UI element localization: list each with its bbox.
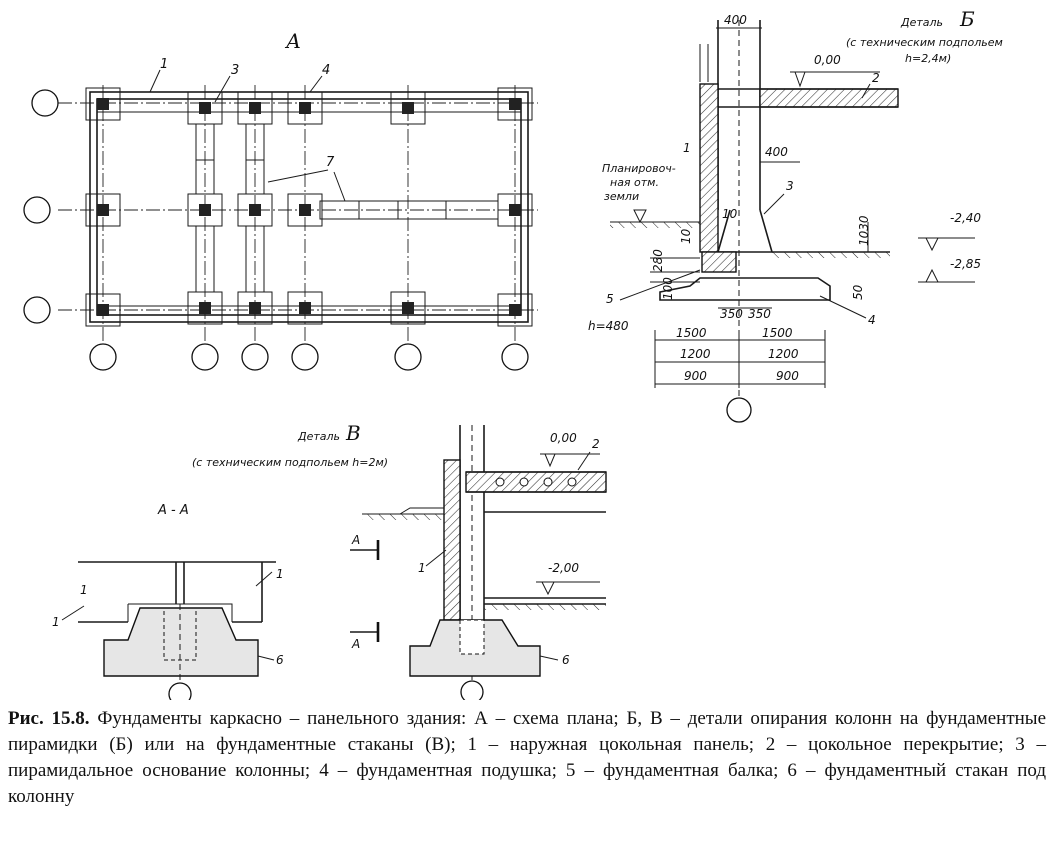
detail-b-letter: Б — [959, 7, 975, 31]
section-aa-callout-1a: 1 — [52, 615, 60, 629]
detail-b-h480: h=480 — [588, 319, 629, 333]
detail-b-dim-350a: 350 — [720, 307, 743, 321]
detail-v: Деталь В (с техническим подпольем h=2м) … — [192, 421, 607, 700]
detail-b-title: Деталь — [900, 16, 943, 29]
detail-b: Деталь Б (с техническим подпольем h=2,4м… — [588, 7, 1003, 423]
detail-v-callout-1: 1 — [418, 561, 426, 575]
detail-b-dim-10b: 10 — [679, 228, 693, 244]
section-a-a: А - А 1 1 1 6 — [52, 503, 284, 700]
plan-callout-3: 3 — [231, 63, 239, 78]
figure-caption: Рис. 15.8. Фундаменты каркасно – панельн… — [8, 706, 1046, 810]
detail-b-dim-50: 50 — [851, 284, 865, 300]
detail-b-dim-350b: 350 — [748, 307, 771, 321]
detail-v-axis-bubble — [460, 680, 484, 700]
detail-b-dim-900a: 900 — [684, 369, 707, 383]
section-aa-title: А - А — [157, 503, 189, 518]
detail-v-title: Деталь — [297, 430, 340, 443]
detail-b-ground-3: земли — [604, 190, 639, 203]
detail-b-dim-top: 400 — [724, 13, 747, 27]
section-aa-callout-1b: 1 — [80, 583, 88, 597]
detail-v-section-a1: А — [351, 533, 360, 547]
detail-b-dim-1500b: 1500 — [762, 326, 793, 340]
detail-b-axis-bubble — [726, 397, 752, 423]
plan-axis-bubbles — [23, 89, 529, 371]
detail-b-callout-3: 3 — [786, 179, 794, 193]
section-aa-callout-1c: 1 — [276, 567, 284, 581]
detail-v-subtitle: (с техническим подпольем h=2м) — [192, 456, 388, 469]
detail-b-dim-100: 100 — [661, 277, 675, 300]
plan-callout-1: 1 — [160, 57, 168, 72]
detail-v-callout-2: 2 — [592, 437, 600, 451]
section-aa-callout-6: 6 — [276, 653, 284, 667]
plan-callout-4: 4 — [322, 63, 330, 78]
detail-v-letter: В — [345, 421, 361, 445]
detail-v-level-200: -2,00 — [548, 561, 579, 575]
detail-v-section-a2: А — [351, 637, 360, 651]
detail-b-dim-10a: 10 — [722, 207, 738, 221]
plan-internal-beams — [195, 123, 499, 293]
plan-scheme: А — [23, 29, 538, 371]
plan-title: А — [284, 29, 301, 53]
detail-b-level-285: -2,85 — [950, 257, 981, 271]
detail-v-callout-6: 6 — [562, 653, 570, 667]
detail-b-dim-1200a: 1200 — [680, 347, 711, 361]
detail-b-dim-1200b: 1200 — [768, 347, 799, 361]
detail-b-subtitle2: h=2,4м) — [905, 52, 951, 65]
detail-b-ground-1: Планировоч- — [602, 162, 676, 175]
plan-callout-7: 7 — [326, 155, 335, 170]
detail-b-level-240: -2,40 — [950, 211, 981, 225]
foundation-drawing: А — [23, 7, 1003, 700]
detail-b-callout-1: 1 — [683, 141, 691, 155]
detail-b-dim-1500a: 1500 — [676, 326, 707, 340]
detail-b-subtitle: (с техническим подпольем — [846, 36, 1003, 49]
plan-columns — [97, 98, 521, 316]
detail-b-ground-2: ная отм. — [610, 176, 659, 189]
detail-b-dim-900b: 900 — [776, 369, 799, 383]
detail-b-dim-280: 280 — [651, 249, 665, 272]
detail-b-callout-2: 2 — [872, 71, 880, 85]
detail-b-level-0: 0,00 — [814, 53, 841, 67]
section-aa-axis-bubble — [168, 682, 192, 700]
detail-v-level-0: 0,00 — [550, 431, 577, 445]
figure-caption-label: Рис. 15.8. — [8, 708, 90, 729]
detail-b-callout-4: 4 — [868, 313, 876, 327]
detail-b-dim-1030: 1030 — [857, 215, 871, 246]
figure-caption-text: Фундаменты каркасно – панельного здания:… — [8, 708, 1046, 807]
detail-b-callout-5: 5 — [606, 292, 614, 306]
detail-b-dim-mid: 400 — [765, 145, 788, 159]
